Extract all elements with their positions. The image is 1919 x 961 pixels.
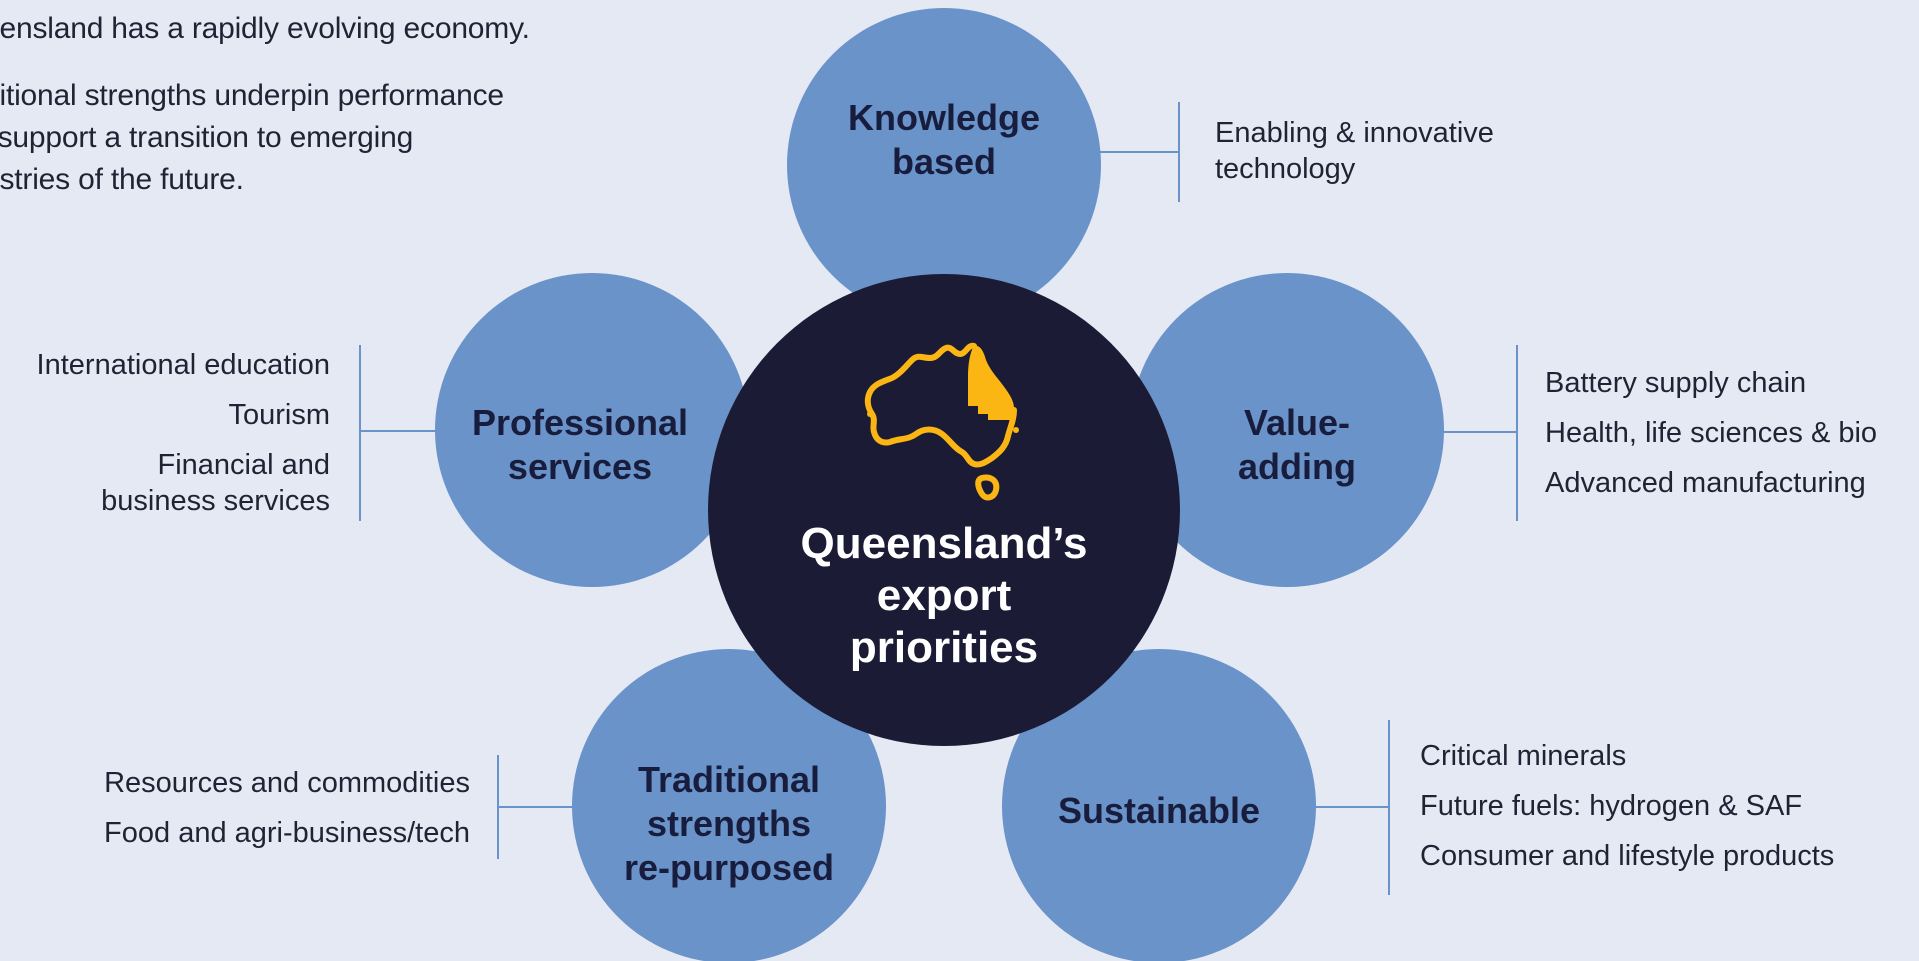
list-item: International education	[36, 349, 330, 381]
list-item: Financial and business services	[101, 449, 330, 517]
professional-services-label: Professional services	[471, 402, 689, 487]
value-adding-circle: Value- adding	[1130, 273, 1444, 587]
connector-professional-h	[360, 430, 436, 432]
list-item: Future fuels: hydrogen & SAF	[1420, 790, 1803, 822]
connector-knowledge-v	[1178, 102, 1180, 202]
list-item: Battery supply chain	[1545, 367, 1807, 399]
connector-value-v	[1516, 345, 1518, 521]
center-circle: Queensland’s export priorities	[708, 274, 1180, 746]
australia-map-icon	[864, 342, 1019, 501]
connector-sustainable-h	[1315, 806, 1390, 808]
traditional-strengths-list: Resources and commodities Food and agri-…	[0, 765, 470, 865]
value-adding-list: Battery supply chain Health, life scienc…	[1545, 365, 1877, 515]
connector-traditional-v	[497, 755, 499, 859]
center-title: Queensland’s export priorities	[800, 519, 1088, 672]
connector-sustainable-v	[1388, 720, 1390, 895]
intro-text-paragraph: ditional strengths underpin performance …	[0, 79, 504, 196]
list-item: Resources and commodities	[104, 767, 470, 799]
list-item: Consumer and lifestyle products	[1420, 840, 1835, 872]
list-item: Critical minerals	[1420, 740, 1627, 772]
list-item: Food and agri-business/tech	[104, 817, 470, 849]
sustainable-label: Sustainable	[1057, 790, 1261, 831]
list-item: Tourism	[228, 399, 330, 431]
intro-text-line-1: eensland has a rapidly evolving economy.	[0, 12, 530, 45]
professional-services-circle: Professional services	[435, 273, 749, 587]
list-item: Advanced manufacturing	[1545, 467, 1866, 499]
professional-services-list: International education Tourism Financia…	[0, 347, 330, 533]
knowledge-based-circle: Knowledge based	[787, 8, 1101, 322]
knowledge-based-list: Enabling & innovative technology	[1215, 115, 1494, 201]
connector-value-h	[1443, 431, 1517, 433]
connector-traditional-h	[498, 806, 573, 808]
traditional-strengths-label: Traditional strengths re-purposed	[623, 759, 835, 888]
list-item: Health, life sciences & bio	[1545, 417, 1878, 449]
knowledge-based-label: Knowledge based	[847, 97, 1040, 182]
sustainable-list: Critical minerals Future fuels: hydrogen…	[1420, 738, 1834, 888]
connector-professional-v	[359, 345, 361, 521]
connector-knowledge-h	[1100, 151, 1179, 153]
value-adding-label: Value- adding	[1238, 402, 1356, 487]
list-item: Enabling & innovative technology	[1215, 117, 1494, 185]
